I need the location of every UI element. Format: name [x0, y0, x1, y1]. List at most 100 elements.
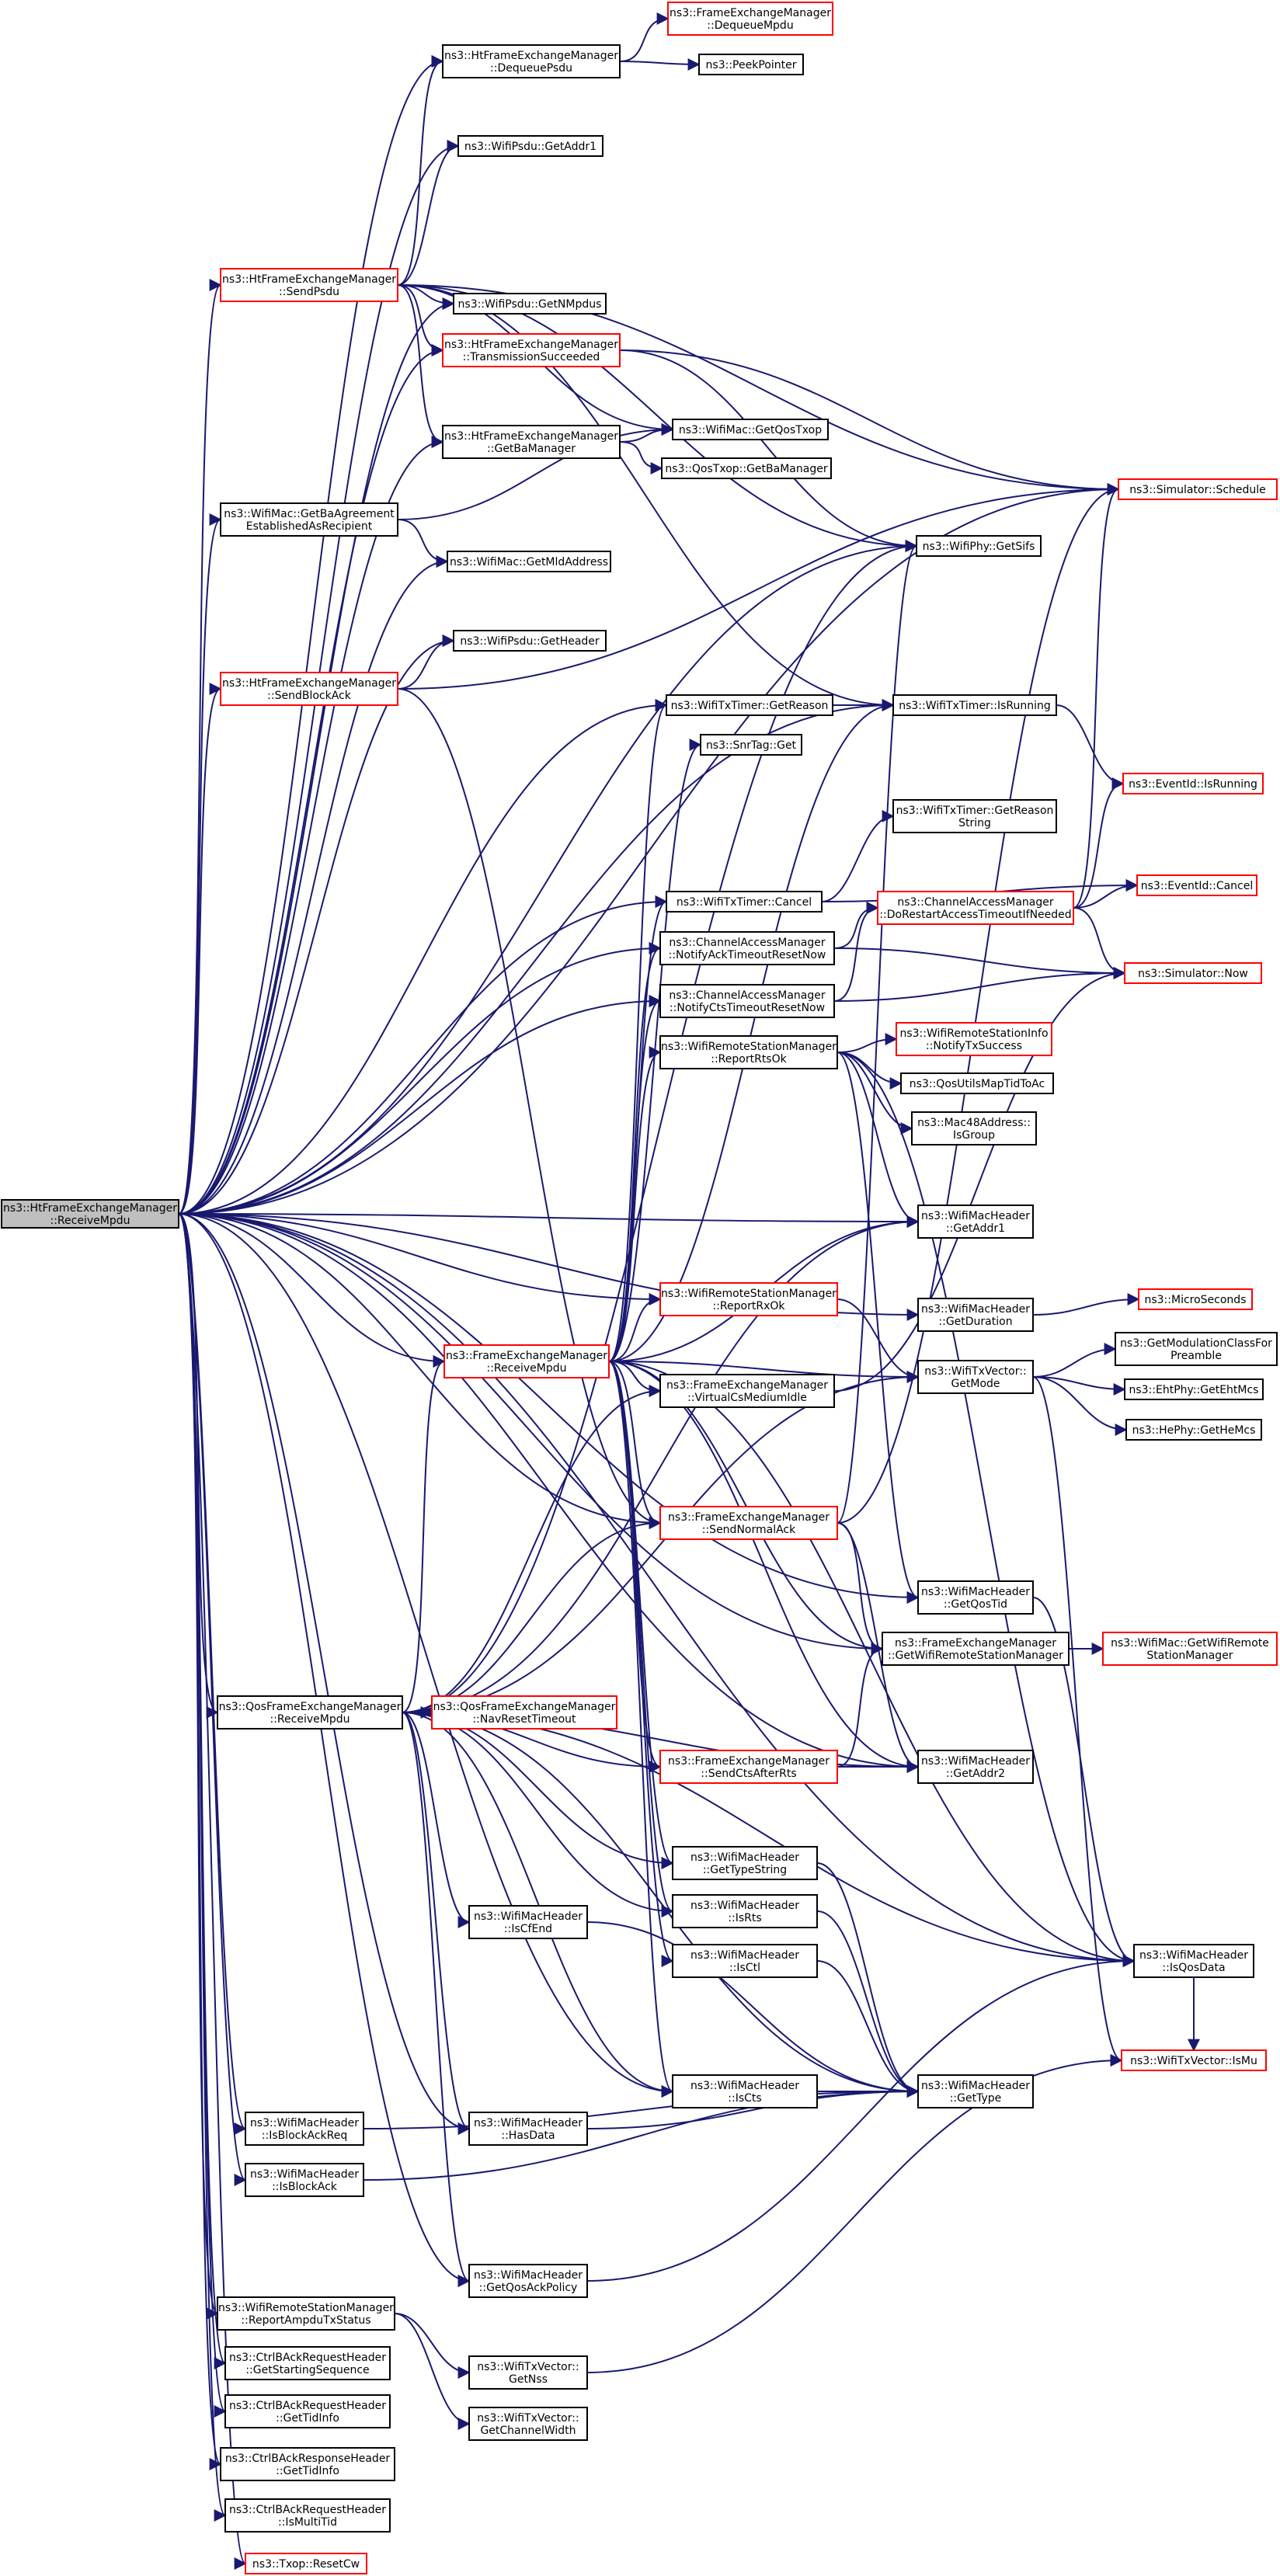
node-root[interactable]: ns3::HtFrameExchangeManager::ReceiveMpdu	[1, 1199, 179, 1229]
node-ctrl-bar-is-multi-tid[interactable]: ns3::CtrlBAckRequestHeader::IsMultiTid	[224, 2498, 391, 2533]
node-txtimer-is-running[interactable]: ns3::WifiTxTimer::IsRunning	[892, 694, 1057, 716]
node-label: ns3::EventId::IsRunning	[1129, 778, 1257, 791]
node-eventid-is-running[interactable]: ns3::EventId::IsRunning	[1122, 773, 1264, 794]
node-hdr-is-block-ack-req[interactable]: ns3::WifiMacHeader::IsBlockAckReq	[245, 2112, 364, 2146]
node-hdr-has-data[interactable]: ns3::WifiMacHeader::HasData	[468, 2112, 588, 2146]
node-label: ns3::Simulator::Now	[1138, 968, 1248, 980]
node-cam-do-restart[interactable]: ns3::ChannelAccessManager::DoRestartAcce…	[877, 891, 1074, 925]
node-box	[245, 2112, 364, 2146]
node-rsm-report-rx-ok[interactable]: ns3::WifiRemoteStationManager::ReportRxO…	[659, 1282, 838, 1316]
node-hdr-get-addr2[interactable]: ns3::WifiMacHeader::GetAddr2	[917, 1750, 1034, 1784]
node-hdr-is-cts[interactable]: ns3::WifiMacHeader::IsCts	[672, 2074, 818, 2108]
edge-fem-receive-mpdu-to-rsm-report-rx-ok	[608, 1293, 662, 1362]
node-txtimer-get-reason[interactable]: ns3::WifiTxTimer::GetReason	[666, 694, 833, 716]
node-mac-get-qos-txop[interactable]: ns3::WifiMac::GetQosTxop	[672, 419, 829, 440]
node-psdu-getaddr1[interactable]: ns3::WifiPsdu::GetAddr1	[457, 135, 603, 157]
edge-hdr-is-block-ack-to-hdr-get-type	[363, 2085, 920, 2181]
node-txvector-get-nss[interactable]: ns3::WifiTxVector::GetNss	[468, 2355, 588, 2390]
node-hdr-get-type[interactable]: ns3::WifiMacHeader::GetType	[917, 2074, 1034, 2108]
node-label: ::SendNormalAck	[702, 1524, 796, 1536]
node-mac-get-wrsm[interactable]: ns3::WifiMac::GetWifiRemoteStationManage…	[1102, 1632, 1278, 1666]
node-ctrl-bar-get-starting-seq[interactable]: ns3::CtrlBAckRequestHeader::GetStartingS…	[224, 2346, 391, 2380]
edge-txtimer-is-running-to-eventid-is-running	[1056, 704, 1125, 790]
node-cam-notify-cts[interactable]: ns3::ChannelAccessManager::NotifyCtsTime…	[659, 984, 835, 1018]
node-txvector-get-channel-width[interactable]: ns3::WifiTxVector::GetChannelWidth	[468, 2407, 588, 2441]
node-qos-fem-receive-mpdu[interactable]: ns3::QosFrameExchangeManager::ReceiveMpd…	[217, 1695, 403, 1730]
node-label: ns3::WifiRemoteStationManager	[218, 2302, 394, 2314]
node-hdr-is-cf-end[interactable]: ns3::WifiMacHeader::IsCfEnd	[468, 1905, 588, 1939]
node-hdr-is-qos-data[interactable]: ns3::WifiMacHeader::IsQosData	[1133, 1944, 1254, 1978]
node-peek-pointer[interactable]: ns3::PeekPointer	[698, 54, 804, 75]
node-hdr-get-type-string[interactable]: ns3::WifiMacHeader::GetTypeString	[672, 1846, 818, 1880]
node-simulator-now[interactable]: ns3::Simulator::Now	[1124, 962, 1262, 984]
node-fem-receive-mpdu[interactable]: ns3::FrameExchangeManager::ReceiveMpdu	[443, 1344, 610, 1378]
node-dequeue-psdu[interactable]: ns3::HtFrameExchangeManager::DequeuePsdu	[442, 44, 621, 78]
node-fem-virtual-cs[interactable]: ns3::FrameExchangeManager::VirtualCsMedi…	[659, 1374, 835, 1408]
node-simulator-schedule[interactable]: ns3::Simulator::Schedule	[1118, 478, 1278, 500]
node-fem-send-normal-ack[interactable]: ns3::FrameExchangeManager::SendNormalAck	[659, 1506, 838, 1540]
node-label: ::GetWifiRemoteStationManager	[888, 1650, 1063, 1662]
node-ehtphy-get-eht-mcs[interactable]: ns3::EhtPhy::GetEhtMcs	[1124, 1378, 1264, 1400]
node-hdr-get-qos-tid[interactable]: ns3::WifiMacHeader::GetQosTid	[917, 1580, 1034, 1615]
node-label: ::IsCfEnd	[504, 1923, 552, 1935]
node-ctrl-ba-resp-get-tid-info[interactable]: ns3::CtrlBAckResponseHeader::GetTidInfo	[220, 2447, 395, 2481]
node-hephy-get-he-mcs[interactable]: ns3::HePhy::GetHeMcs	[1125, 1419, 1262, 1441]
node-box	[672, 1894, 818, 1928]
node-txop-reset-cw[interactable]: ns3::Txop::ResetCw	[245, 2553, 367, 2574]
node-label: ::GetTidInfo	[276, 2465, 339, 2477]
node-eventid-cancel[interactable]: ns3::EventId::Cancel	[1136, 874, 1257, 896]
node-rsi-notify-tx-success[interactable]: ns3::WifiRemoteStationInfo::NotifyTxSucc…	[896, 1022, 1052, 1056]
edge-fem-receive-mpdu-to-fem-get-wrsm	[608, 1361, 884, 1655]
node-qos-txop-get-ba-manager[interactable]: ns3::QosTxop::GetBaManager	[661, 457, 832, 479]
edge-root-to-txtimer-cancel	[178, 895, 668, 1215]
node-send-block-ack[interactable]: ns3::HtFrameExchangeManager::SendBlockAc…	[220, 672, 398, 706]
node-rsm-report-ampdu[interactable]: ns3::WifiRemoteStationManager::ReportAmp…	[217, 2296, 395, 2331]
node-hdr-is-ctl[interactable]: ns3::WifiMacHeader::IsCtl	[672, 1944, 818, 1978]
node-hdr-get-addr1[interactable]: ns3::WifiMacHeader::GetAddr1	[917, 1205, 1034, 1239]
node-fem-get-wrsm[interactable]: ns3::FrameExchangeManager::GetWifiRemote…	[882, 1632, 1070, 1666]
node-fem-dequeue-mpdu[interactable]: ns3::FrameExchangeManager::DequeueMpdu	[667, 2, 833, 36]
node-send-psdu[interactable]: ns3::HtFrameExchangeManager::SendPsdu	[220, 268, 398, 302]
node-label: ns3::WifiTxVector::	[477, 2412, 579, 2425]
node-box	[217, 1695, 403, 1730]
node-snrtag-get[interactable]: ns3::SnrTag::Get	[700, 734, 802, 756]
edge-root-to-fem-receive-mpdu	[178, 1213, 446, 1368]
node-label: IsGroup	[953, 1129, 995, 1142]
node-txtimer-cancel[interactable]: ns3::WifiTxTimer::Cancel	[666, 891, 823, 913]
node-phy-get-sifs[interactable]: ns3::WifiPhy::GetSifs	[916, 535, 1042, 557]
node-micro-seconds[interactable]: ns3::MicroSeconds	[1138, 1288, 1253, 1310]
node-box	[917, 1580, 1034, 1615]
node-txvector-is-mu[interactable]: ns3::WifiTxVector::IsMu	[1121, 2049, 1267, 2071]
edge-fem-receive-mpdu-to-hdr-is-cts	[608, 1361, 674, 2098]
node-psdu-getnmpdus[interactable]: ns3::WifiPsdu::GetNMpdus	[453, 293, 607, 315]
node-qos-utils-map-tid[interactable]: ns3::QosUtilsMapTidToAc	[900, 1072, 1054, 1094]
node-get-ba-manager[interactable]: ns3::HtFrameExchangeManager::GetBaManage…	[442, 425, 621, 459]
node-txvector-get-mode[interactable]: ns3::WifiTxVector::GetMode	[917, 1360, 1034, 1394]
node-hdr-is-rts[interactable]: ns3::WifiMacHeader::IsRts	[672, 1894, 818, 1928]
node-label: ::TransmissionSucceeded	[463, 351, 600, 363]
node-mac48-is-group[interactable]: ns3::Mac48Address::IsGroup	[911, 1111, 1037, 1145]
node-hdr-get-qos-ack-policy[interactable]: ns3::WifiMacHeader::GetQosAckPolicy	[468, 2264, 588, 2298]
node-get-mld-address[interactable]: ns3::WifiMac::GetMldAddress	[447, 551, 611, 572]
node-fem-send-cts-after-rts[interactable]: ns3::FrameExchangeManager::SendCtsAfterR…	[659, 1750, 838, 1784]
node-label: ::GetDuration	[938, 1316, 1012, 1328]
node-label: ns3::PeekPointer	[706, 59, 797, 71]
node-box	[659, 984, 835, 1018]
node-box	[1124, 962, 1262, 984]
edge-hdr-get-qos-tid-to-hdr-is-qos-data	[1032, 1597, 1136, 1967]
node-hdr-is-block-ack[interactable]: ns3::WifiMacHeader::IsBlockAck	[245, 2163, 364, 2197]
node-label: ns3::WifiMacHeader	[690, 1851, 799, 1864]
node-ctrl-bar-get-tid-info[interactable]: ns3::CtrlBAckRequestHeader::GetTidInfo	[224, 2394, 391, 2428]
node-hdr-get-duration[interactable]: ns3::WifiMacHeader::GetDuration	[917, 1298, 1034, 1332]
node-qos-fem-nav-reset[interactable]: ns3::QosFrameExchangeManager::NavResetTi…	[431, 1695, 617, 1730]
node-get-ba-agreement[interactable]: ns3::WifiMac::GetBaAgreementEstablishedA…	[220, 502, 398, 537]
edge-fem-send-cts-after-rts-to-fem-get-wrsm	[837, 1643, 884, 1768]
node-psdu-get-header[interactable]: ns3::WifiPsdu::GetHeader	[453, 630, 607, 652]
node-transmission-succeeded[interactable]: ns3::HtFrameExchangeManager::Transmissio…	[442, 333, 621, 367]
node-box	[917, 1205, 1034, 1239]
node-box	[661, 457, 832, 479]
node-rsm-report-rts-ok[interactable]: ns3::WifiRemoteStationManager::ReportRts…	[659, 1035, 838, 1069]
node-cam-notify-ack[interactable]: ns3::ChannelAccessManager::NotifyAckTime…	[659, 931, 835, 965]
